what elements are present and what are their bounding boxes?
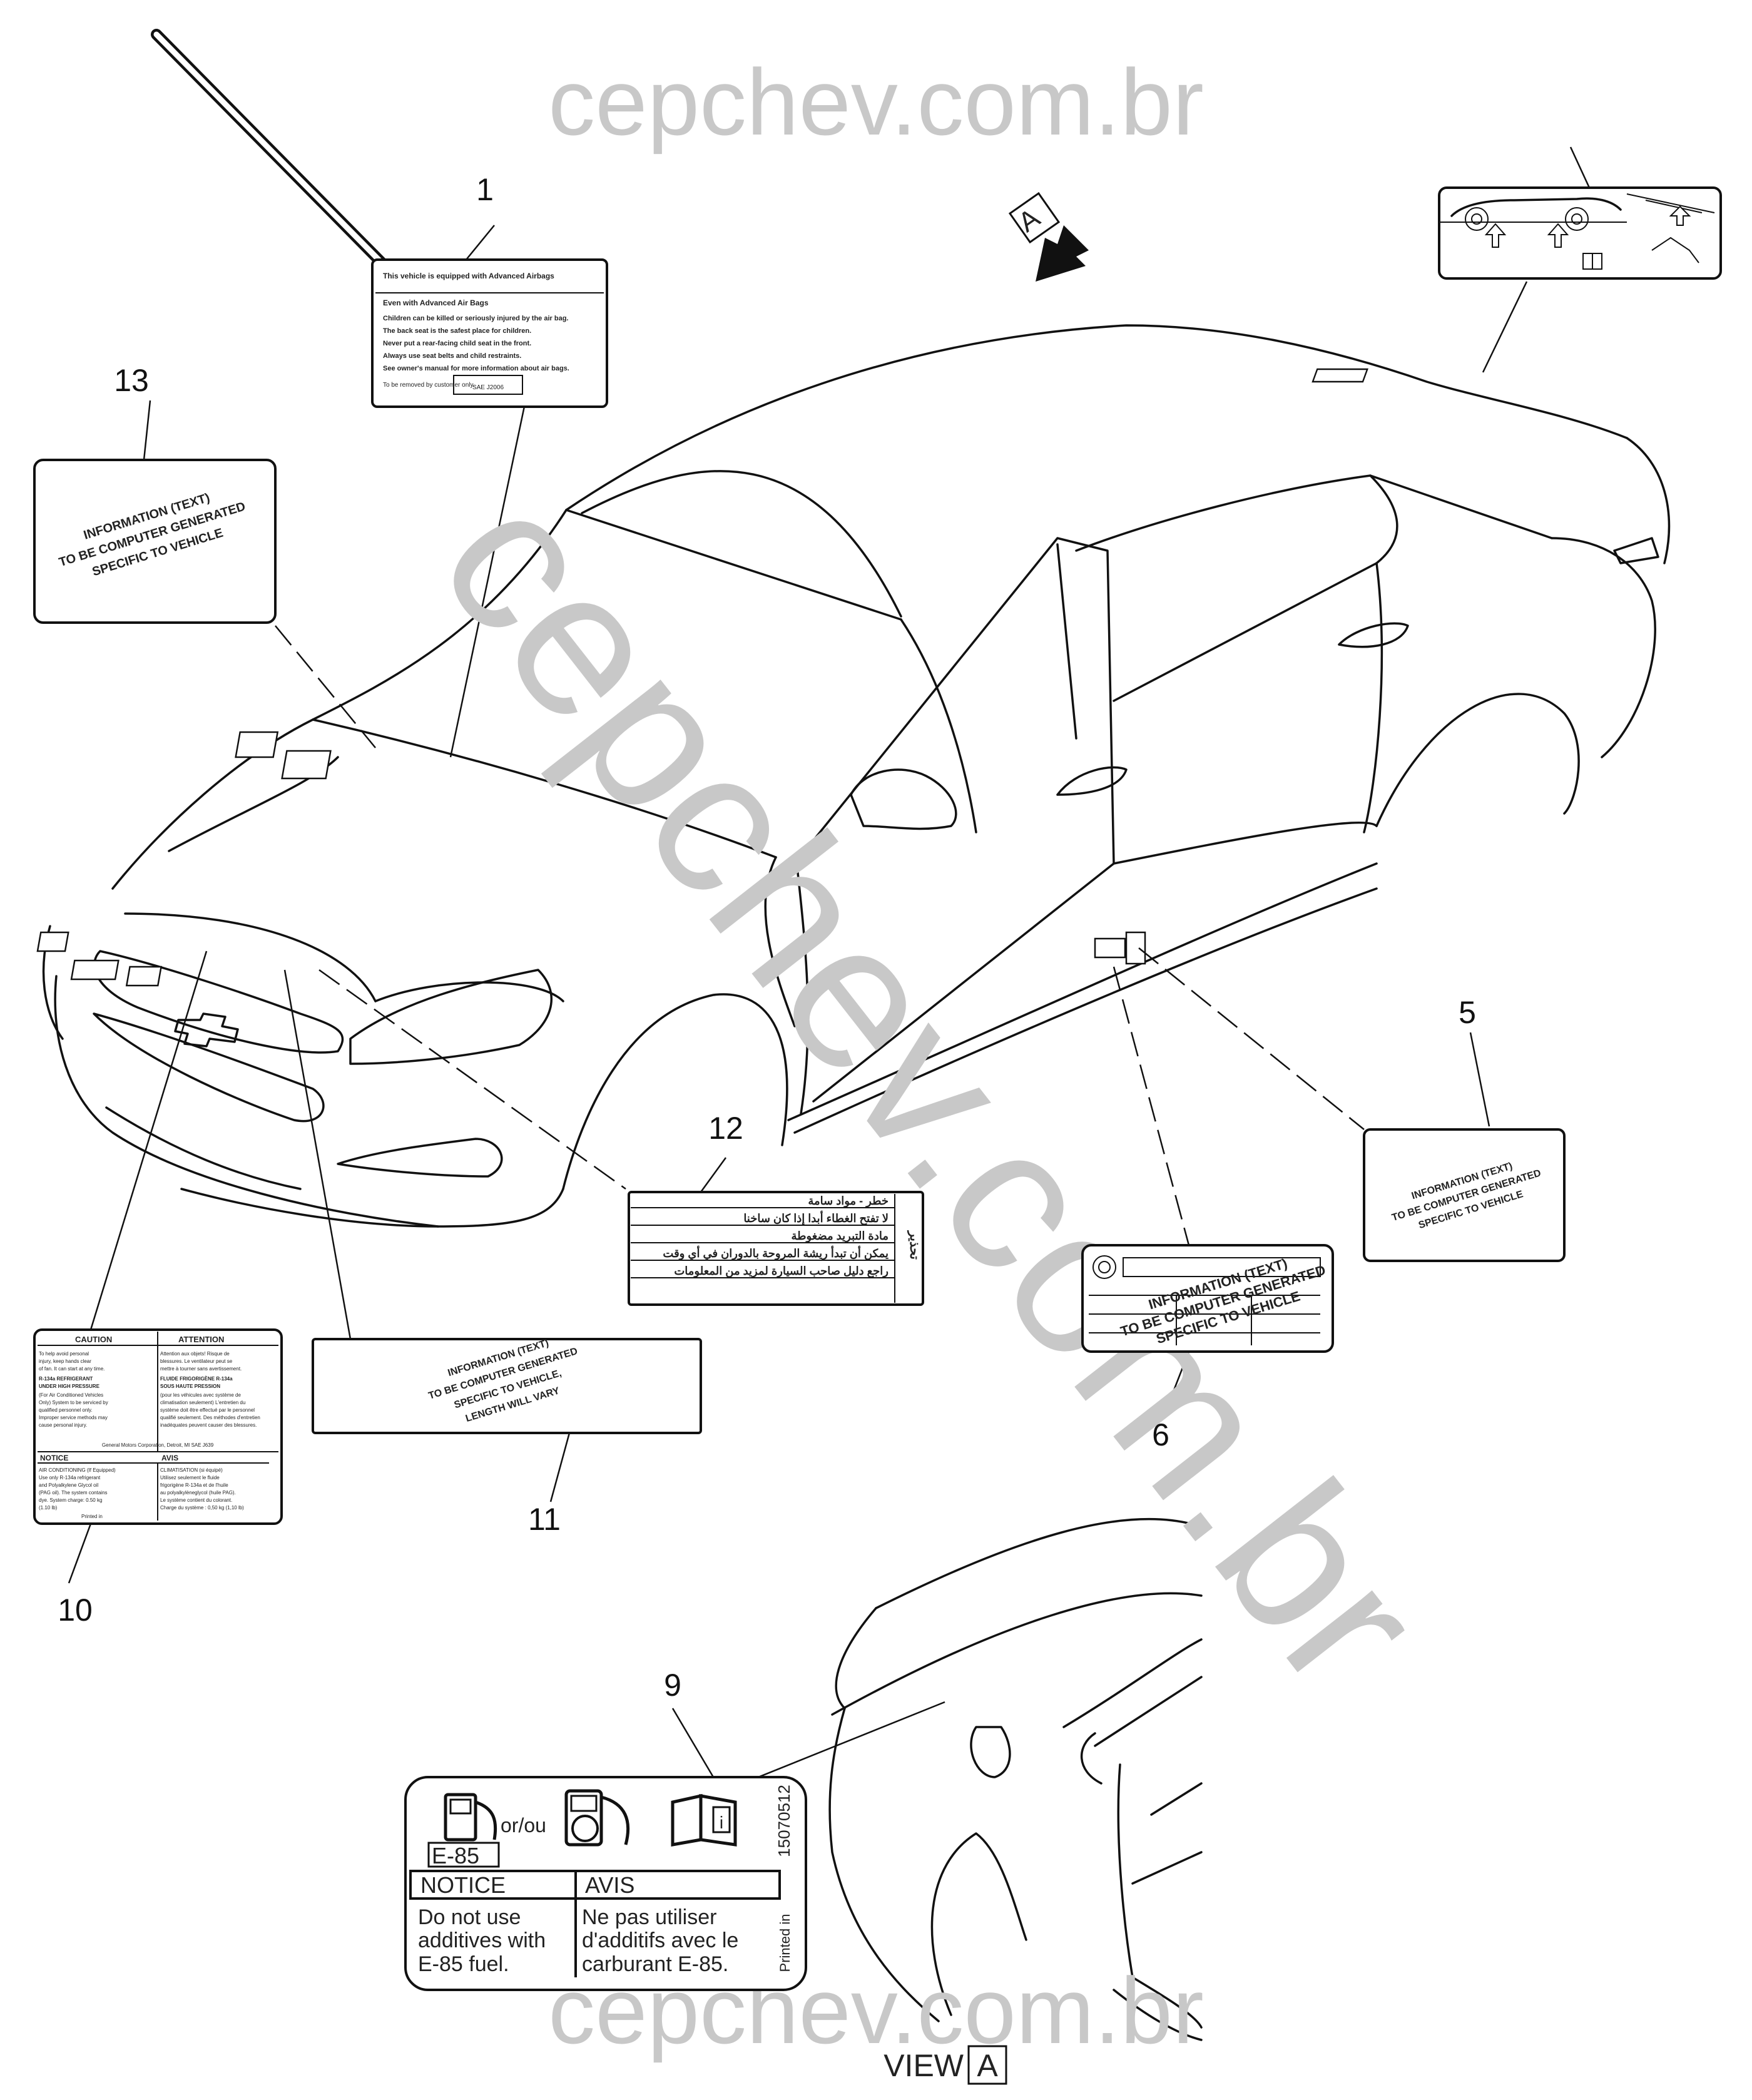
- label-1-bullet-1: Children can be killed or seriously inju…: [383, 315, 568, 322]
- label-10-right-4: FLUIDE FRIGORIGÈNE R-134a: [160, 1376, 233, 1382]
- label-10-right-7: climatisation seulement) L'entretien du: [160, 1400, 245, 1405]
- label-10-notice-6: (1.10 lb): [39, 1505, 58, 1511]
- label-1-bullet-2: The back seat is the safest place for ch…: [383, 327, 531, 335]
- view-a-detail: [828, 1517, 1203, 2041]
- callout-1: 1: [476, 172, 494, 207]
- label-10-right-9: qualifié seulement. Des méthodes d'entre…: [160, 1415, 260, 1420]
- label-10-avis-2: Utilisez seulement le fluide: [160, 1475, 220, 1481]
- label-10-avis-1: CLIMATISATION (si équipé): [160, 1467, 223, 1473]
- label-10-left-1: To help avoid personal: [39, 1351, 89, 1357]
- label-9-or: or/ou: [501, 1814, 546, 1837]
- label-10-left-2: injury, keep hands clear: [39, 1358, 91, 1364]
- watermark-top: cepchev.com.br: [548, 49, 1204, 155]
- view-a-arrow: A: [1008, 191, 1089, 282]
- label-11: INFORMATION (TEXT) TO BE COMPUTER GENERA…: [312, 1338, 702, 1434]
- label-9-printed: Printed in: [777, 1914, 793, 1972]
- label-1-airbag: This vehicle is equipped with Advanced A…: [371, 258, 608, 408]
- owners-manual-icon: i: [671, 1793, 737, 1847]
- label-10-printed: Printed in: [81, 1514, 103, 1519]
- view-caption-letter: A: [977, 2048, 998, 2083]
- view-caption-word: VIEW: [884, 2048, 964, 2083]
- label-1-code: SAE J2006: [472, 384, 504, 391]
- label-10-right-2: blessures. Le ventilateur peut se: [160, 1358, 233, 1364]
- label-10-left-7: Only) System to be serviced by: [39, 1400, 108, 1405]
- label-9-english-3: E-85 fuel.: [418, 1952, 509, 1976]
- label-10-notice-title: NOTICE: [40, 1454, 68, 1462]
- label-10-right-8: système doit être effectué par le person…: [160, 1407, 255, 1413]
- label-10-left-4: R-134a REFRIGERANT: [39, 1376, 93, 1382]
- label-12-side: تحذير: [907, 1230, 921, 1260]
- label-9-french-3: carburant E-85.: [582, 1952, 728, 1976]
- label-9-english-1: Do not use: [418, 1905, 521, 1929]
- callout-12: 12: [708, 1111, 743, 1146]
- label-9-notice: NOTICE: [420, 1872, 506, 1898]
- label-12-line-2: لا تفتح الغطاء أبدا إذا كان ساخنا: [743, 1211, 889, 1225]
- label-9-french-2: d'additifs avec le: [582, 1929, 738, 1952]
- label-12-line-3: مادة التبريد مضغوطة: [791, 1230, 889, 1243]
- label-lift-points: [1438, 186, 1722, 280]
- label-10-left-10: cause personal injury.: [39, 1422, 87, 1428]
- label-10-maker: General Motors Corporation, Detroit, MI …: [102, 1442, 214, 1448]
- vehicle-outline: [36, 324, 1671, 1228]
- label-10-notice-5: dye. System charge: 0.50 kg: [39, 1497, 102, 1503]
- callout-11: 11: [528, 1502, 561, 1537]
- label-9-avis: AVIS: [585, 1872, 634, 1898]
- label-10-right-10: inadéquates peuvent causer des blessures…: [160, 1422, 257, 1428]
- label-10-avis-5: Le système contient du colorant.: [160, 1497, 232, 1503]
- leader-lines: [68, 146, 1591, 1800]
- label-10-caution: CAUTION ATTENTION To help avoid personal…: [33, 1328, 283, 1525]
- label-10-notice-1: AIR CONDITIONING (If Equipped): [39, 1467, 116, 1473]
- label-10-left-8: qualified personnel only.: [39, 1407, 93, 1413]
- label-10-right-6: (pour les véhicules avec système de: [160, 1392, 242, 1398]
- strap-part: [151, 29, 398, 280]
- label-10-right-5: SOUS HAUTE PRESSION: [160, 1384, 220, 1389]
- label-10-notice-2: Use only R-134a refrigerant: [39, 1475, 101, 1481]
- label-10-right-3: mettre à tourner sans avertissement.: [160, 1366, 242, 1372]
- label-1-bullet-4: Always use seat belts and child restrain…: [383, 352, 521, 360]
- label-10-avis-4: au polyalkylèneglycol (huile PAG).: [160, 1490, 236, 1496]
- label-9-french-1: Ne pas utiliser: [582, 1905, 716, 1929]
- label-10-avis-3: frigorigène R-134a et de l'huile: [160, 1482, 228, 1488]
- label-10-right-1: Attention aux objets! Risque de: [160, 1351, 230, 1357]
- label-10-left-5: UNDER HIGH PRESSURE: [39, 1384, 100, 1389]
- label-6: INFORMATION (TEXT) TO BE COMPUTER GENERA…: [1081, 1244, 1334, 1353]
- label-1-footer: To be removed by customer only.: [383, 382, 475, 389]
- label-12-line-5: راجع دليل صاحب السيارة لمزيد من المعلوما…: [674, 1265, 889, 1278]
- label-12-line-4: يمكن أن تبدأ ريشة المروحة بالدوران في أي…: [663, 1246, 889, 1260]
- label-9-english-2: additives with: [418, 1929, 546, 1952]
- label-10-left-3: of fan. It can start at any time.: [39, 1366, 104, 1372]
- label-10-avis-title: AVIS: [161, 1454, 178, 1462]
- label-10-notice-4: (PAG oil). The system contains: [39, 1490, 108, 1496]
- callout-10: 10: [58, 1593, 93, 1628]
- label-9-e85: E-85 or/ou i 15070512 NOTICE AVIS Do not…: [404, 1776, 807, 1991]
- svg-text:i: i: [720, 1813, 723, 1832]
- label-10-notice-3: and Polyalkylene Glycol oil: [39, 1482, 98, 1488]
- flex-fuel-pump-icon: [564, 1789, 630, 1847]
- label-1-bullet-5: See owner's manual for more information …: [383, 365, 569, 372]
- label-9-part-number: 15070512: [775, 1785, 793, 1857]
- label-9-e85: E-85: [432, 1843, 479, 1868]
- label-10-left-9: Improper service methods may: [39, 1415, 108, 1420]
- label-12-arabic: خطر - مواد سامة لا تفتح الغطاء أبدا إذا …: [628, 1191, 924, 1306]
- callout-13: 13: [114, 363, 149, 398]
- label-10-avis-6: Charge du système : 0,50 kg (1,10 lb): [160, 1505, 244, 1511]
- label-13: INFORMATION (TEXT) TO BE COMPUTER GENERA…: [33, 459, 277, 624]
- label-5: INFORMATION (TEXT) TO BE COMPUTER GENERA…: [1363, 1128, 1566, 1262]
- label-10-caution-title: CAUTION: [75, 1335, 112, 1344]
- label-12-line-1: خطر - مواد سامة: [808, 1195, 889, 1208]
- callout-6: 6: [1152, 1417, 1169, 1452]
- callout-5: 5: [1459, 995, 1476, 1030]
- callout-9: 9: [664, 1668, 681, 1703]
- fuel-pump-icon: [444, 1793, 497, 1842]
- label-1-bullet-3: Never put a rear-facing child seat in th…: [383, 340, 531, 347]
- label-1-subtitle: Even with Advanced Air Bags: [383, 298, 489, 307]
- label-10-left-6: (For Air Conditioned Vehicles: [39, 1392, 103, 1398]
- label-1-title: This vehicle is equipped with Advanced A…: [383, 272, 554, 280]
- label-10-attention-title: ATTENTION: [178, 1335, 224, 1344]
